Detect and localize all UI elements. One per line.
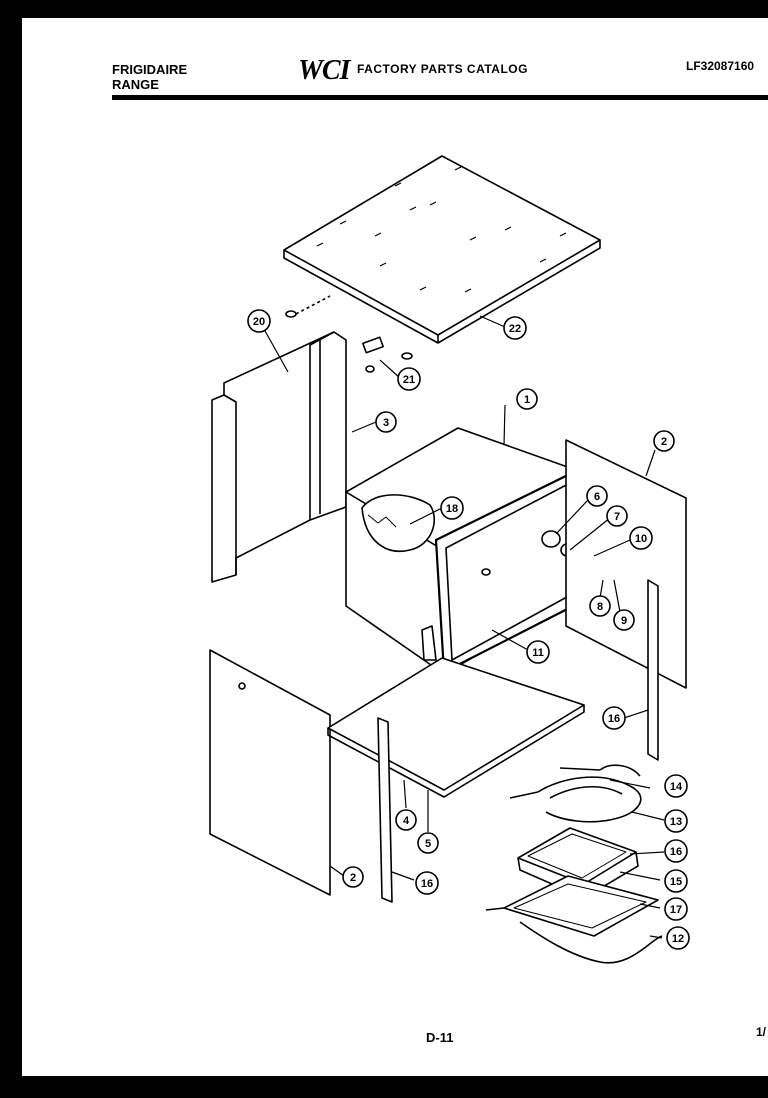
- oven-rack: [485, 875, 663, 964]
- header-rule: [112, 95, 768, 100]
- callout-5: 5: [417, 832, 439, 854]
- callout-18: 18: [440, 496, 464, 520]
- leader-lines: [259, 315, 665, 939]
- callout-label: 2: [350, 872, 356, 884]
- callout-label: 3: [383, 417, 389, 429]
- top-panel: [283, 155, 601, 344]
- brand-name: FRIGIDAIRE: [112, 62, 188, 77]
- callout-10: 10: [629, 526, 653, 550]
- page-number: D-11: [426, 1030, 454, 1045]
- brand-block: FRIGIDAIRE RANGE: [112, 62, 187, 92]
- callout-label: 16: [670, 846, 682, 858]
- callout-7: 7: [606, 505, 628, 527]
- callout-label: 13: [670, 816, 682, 828]
- callout-label: 11: [532, 647, 544, 659]
- callout-label: 6: [594, 491, 600, 503]
- callout-label: 17: [670, 904, 682, 916]
- side-panel-insulation: [211, 331, 347, 583]
- callout-3: 3: [375, 411, 397, 433]
- callout-22: 22: [503, 316, 527, 340]
- vertical-rail-lower: [377, 717, 393, 903]
- callout-label: 18: [446, 503, 458, 515]
- callout-6: 6: [586, 485, 608, 507]
- callout-group: 1 2 2 3 4 5 6 7 8 9 10 11 12 13 14 15 16…: [247, 309, 690, 950]
- callout-label: 9: [621, 615, 627, 627]
- callout-label: 8: [597, 601, 603, 613]
- callout-label: 2: [661, 436, 667, 448]
- product-type: RANGE: [112, 77, 159, 92]
- callout-label: 16: [421, 878, 433, 890]
- callout-label: 5: [425, 838, 431, 850]
- callout-11: 11: [526, 640, 550, 664]
- callout-label: 20: [253, 316, 265, 328]
- side-panel-left: [209, 649, 331, 896]
- callout-15: 15: [664, 869, 688, 893]
- bottom-panel: [327, 657, 585, 798]
- callout-label: 1: [524, 394, 530, 406]
- callout-label: 12: [672, 933, 684, 945]
- callout-16b: 16: [415, 871, 439, 895]
- callout-14: 14: [664, 774, 688, 798]
- oven-liner: [345, 427, 614, 675]
- callout-2a: 2: [653, 430, 675, 452]
- callout-20: 20: [247, 309, 271, 333]
- callout-16c: 16: [664, 839, 688, 863]
- vertical-rail-right: [647, 579, 659, 761]
- callout-8: 8: [589, 595, 611, 617]
- callout-17: 17: [664, 897, 688, 921]
- callout-label: 16: [608, 713, 620, 725]
- callout-1: 1: [516, 388, 538, 410]
- callout-16a: 16: [602, 706, 626, 730]
- callout-2b: 2: [342, 866, 364, 888]
- bake-element: [509, 764, 642, 823]
- callout-12: 12: [666, 926, 690, 950]
- callout-21: 21: [397, 367, 421, 391]
- callout-label: 7: [614, 511, 620, 523]
- wci-logo: WCI: [298, 55, 350, 86]
- callout-label: 15: [670, 876, 682, 888]
- catalog-title: FACTORY PARTS CATALOG: [357, 62, 528, 76]
- callout-label: 21: [403, 374, 415, 386]
- callout-label: 4: [403, 815, 410, 827]
- corner-mark: 1/: [756, 1025, 767, 1039]
- callout-4: 4: [395, 809, 417, 831]
- callout-label: 22: [509, 323, 521, 335]
- callout-13: 13: [664, 809, 688, 833]
- callout-9: 9: [613, 609, 635, 631]
- callout-label: 10: [635, 533, 647, 545]
- callout-label: 14: [670, 781, 683, 793]
- document-number: LF32087160: [686, 59, 755, 73]
- broiler-pan: [517, 827, 639, 899]
